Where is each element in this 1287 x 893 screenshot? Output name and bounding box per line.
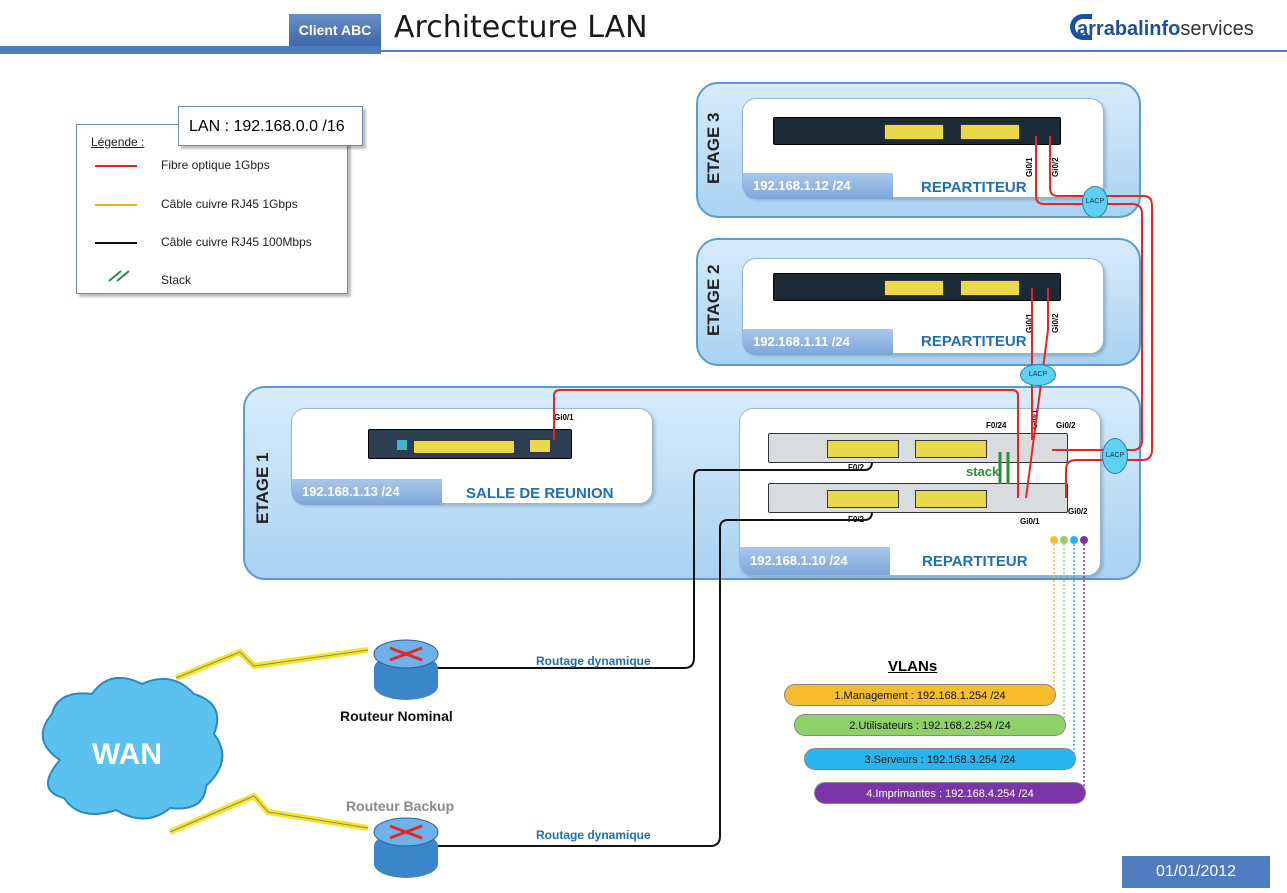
router-nominal-label: Routeur Nominal — [340, 708, 453, 724]
port-bank — [960, 280, 1020, 296]
legend-item-copper-1g: Câble cuivre RJ45 1Gbps — [161, 197, 298, 211]
floor-etage-1-label: ETAGE 1 — [253, 452, 272, 524]
meeting-port-gi01: Gi0/1 — [554, 413, 574, 422]
vlan-imprimantes: 4.Imprimantes : 192.168.4.254 /24 — [814, 782, 1086, 804]
port-bank — [915, 490, 987, 508]
floor-etage-3-label: ETAGE 3 — [704, 112, 723, 184]
floor-etage-2-room: 192.168.1.11 /24 REPARTITEUR Gi0/1 Gi0/2 — [742, 258, 1104, 355]
wan-label: WAN — [92, 738, 162, 771]
main-repartiteur-ip: 192.168.1.10 /24 — [740, 547, 890, 575]
wan-link-nominal-outline — [175, 649, 369, 679]
lacp-badge-etage2: LACP — [1020, 364, 1056, 386]
floor-etage-2-ip: 192.168.1.11 /24 — [743, 329, 893, 355]
port-bank — [915, 440, 987, 458]
page-title: Architecture LAN — [394, 10, 648, 45]
header-rule — [0, 46, 381, 54]
vlan-serveurs: 3.Serveurs : 192.168.3.254 /24 — [804, 748, 1076, 770]
meeting-room-label: SALLE DE REUNION — [466, 485, 614, 502]
client-tag: Client ABC — [289, 14, 381, 46]
port-gi02-top: Gi0/2 — [1056, 421, 1076, 430]
brand-prefix: arrabal — [1077, 18, 1144, 40]
brand-bold: info — [1143, 18, 1181, 40]
port-gi02-etage-3: Gi0/2 — [1051, 157, 1060, 177]
legend-stack-icon — [108, 270, 130, 282]
port-gi01-etage-3: Gi0/1 — [1025, 157, 1034, 177]
legend-title: Légende : — [91, 135, 145, 149]
legend-item-stack: Stack — [161, 273, 192, 287]
port-uplink — [397, 440, 407, 450]
floor-etage-2-label: ETAGE 2 — [704, 264, 723, 336]
brand-logo-icon — [1070, 14, 1092, 40]
meeting-room-ip: 192.168.1.13 /24 — [292, 479, 442, 505]
port-bank — [884, 124, 944, 140]
meeting-room: 192.168.1.13 /24 SALLE DE REUNION Gi0/1 — [291, 408, 653, 505]
header-thin-rule — [381, 50, 1287, 52]
main-repartiteur-label: REPARTITEUR — [922, 553, 1028, 570]
date-badge: 01/01/2012 — [1122, 856, 1270, 888]
vlan-management: 1.Management : 192.168.1.254 /24 — [784, 684, 1056, 706]
routing-label-nominal: Routage dynamique — [536, 654, 651, 668]
floor-etage-2-room-label: REPARTITEUR — [921, 333, 1027, 350]
switch-etage-3 — [773, 117, 1061, 145]
floor-etage-3-room-label: REPARTITEUR — [921, 179, 1027, 196]
lacp-badge-core: LACP — [1102, 438, 1128, 474]
lan-label: LAN : 192.168.0.0 /16 — [178, 106, 363, 146]
wan-link-backup-outline — [169, 795, 369, 833]
floor-etage-1: ETAGE 1 192.168.1.13 /24 SALLE DE REUNIO… — [243, 386, 1141, 580]
legend-box: Légende : Fibre optique 1Gbps Câble cuiv… — [76, 124, 348, 294]
brand-logo: arrabalinfoservices — [1077, 18, 1254, 41]
legend-item-fiber: Fibre optique 1Gbps — [161, 158, 270, 172]
router-backup-icon — [373, 817, 439, 878]
port-gi01-top: Gi0/1 — [1030, 409, 1039, 429]
port-f02-a: F0/2 — [848, 463, 865, 472]
port-gi02-etage-2: Gi0/2 — [1051, 313, 1060, 333]
port-bank — [884, 280, 944, 296]
legend-copper-100m-line — [95, 242, 137, 244]
brand-suffix: services — [1180, 18, 1254, 40]
floor-etage-3: ETAGE 3 192.168.1.12 /24 REPARTITEUR Gi0… — [696, 82, 1141, 218]
wan-link-nominal — [174, 647, 369, 681]
port-f02-b: F0/2 — [848, 515, 865, 524]
port-gi01-etage-2: Gi0/1 — [1025, 313, 1034, 333]
floor-etage-3-room: 192.168.1.12 /24 REPARTITEUR Gi0/1 Gi0/2 — [742, 98, 1104, 199]
wan-link-backup — [168, 792, 369, 835]
port-f024: F0/24 — [986, 421, 1007, 430]
switch-core-1 — [768, 433, 1068, 463]
port-gi01-bottom: Gi0/1 — [1020, 517, 1040, 526]
port-gi02-bottom: Gi0/2 — [1068, 507, 1088, 516]
port-bank — [960, 124, 1020, 140]
vlans-title: VLANs — [888, 658, 938, 675]
vlan-utilisateurs: 2.Utilisateurs : 192.168.2.254 /24 — [794, 714, 1066, 736]
router-nominal-icon — [373, 639, 439, 700]
router-backup-label: Routeur Backup — [346, 798, 455, 814]
legend-item-copper-100m: Câble cuivre RJ45 100Mbps — [161, 235, 312, 249]
port-bank — [827, 440, 899, 458]
port-bank — [413, 440, 515, 454]
floor-etage-3-ip: 192.168.1.12 /24 — [743, 173, 893, 199]
port-bank — [827, 490, 899, 508]
switch-meeting-room — [368, 429, 572, 459]
main-repartiteur: 192.168.1.10 /24 REPARTITEUR F0/24 Gi0/2… — [739, 408, 1101, 576]
floor-etage-2: ETAGE 2 192.168.1.11 /24 REPARTITEUR Gi0… — [696, 238, 1141, 366]
routing-label-backup: Routage dynamique — [536, 828, 651, 842]
legend-fiber-line — [95, 165, 137, 167]
legend-copper-1g-line — [95, 204, 137, 206]
port-bank — [529, 439, 551, 453]
stack-label: stack — [966, 464, 1000, 479]
switch-core-2 — [768, 483, 1068, 513]
lacp-badge-etage3: LACP — [1082, 186, 1108, 218]
switch-etage-2 — [773, 273, 1061, 301]
